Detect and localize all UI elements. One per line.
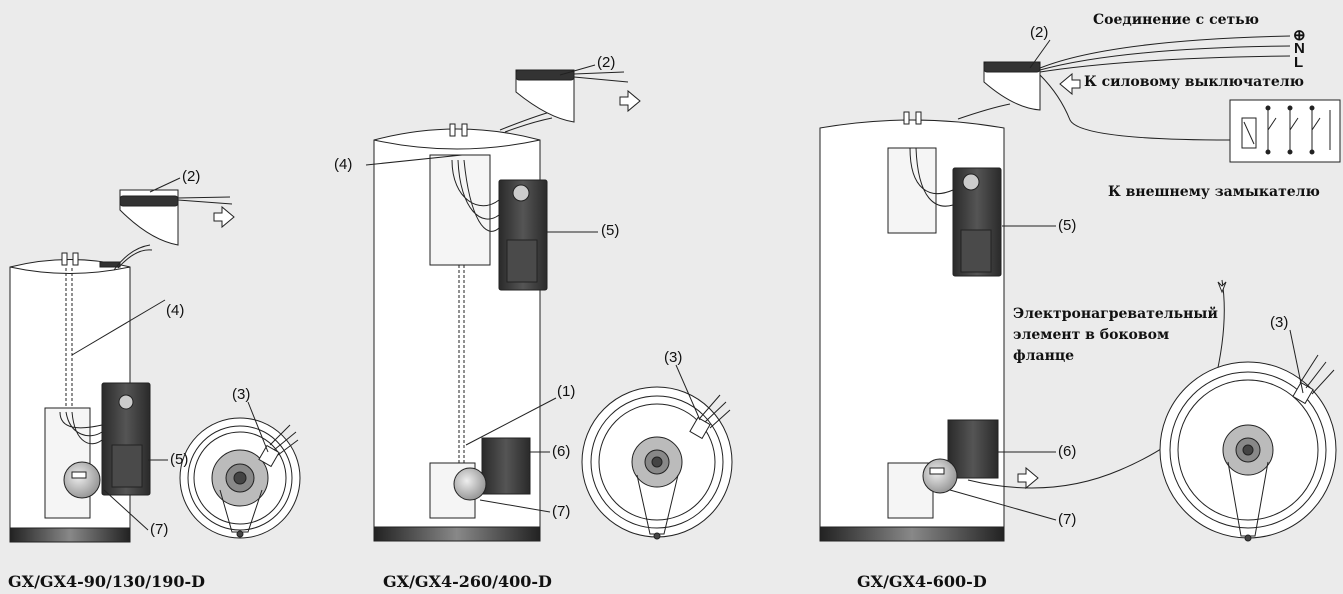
label-2-large: (2) bbox=[1030, 24, 1049, 41]
label-2-small: (2) bbox=[182, 168, 201, 185]
label-6-large: (6) bbox=[1058, 443, 1077, 460]
model-title-large: GX/GX4-600-D bbox=[857, 572, 987, 591]
side-flange-note: Электронагревательный элемент в боковом … bbox=[1013, 304, 1218, 367]
flange-large bbox=[1159, 354, 1337, 542]
label-3-small: (3) bbox=[232, 386, 251, 403]
model-title-medium: GX/GX4-260/400-D bbox=[383, 572, 552, 591]
flange-small bbox=[179, 417, 301, 539]
leader-lines bbox=[71, 39, 1304, 531]
label-3-large: (3) bbox=[1270, 314, 1289, 331]
label-3-medium: (3) bbox=[664, 349, 683, 366]
live-terminal: L bbox=[1294, 54, 1304, 71]
label-7-medium: (7) bbox=[552, 503, 571, 520]
label-6-medium: (6) bbox=[552, 443, 571, 460]
model-title-small: GX/GX4-90/130/190-D bbox=[8, 572, 206, 591]
side-flange-note-line-3: фланце bbox=[1013, 348, 1075, 364]
power-switch-label: К силовому выключателю bbox=[1084, 74, 1305, 90]
label-5-medium: (5) bbox=[601, 222, 620, 239]
label-5-small: (5) bbox=[170, 451, 189, 468]
neutral-terminal: N bbox=[1294, 40, 1305, 57]
side-flange-note-line-2: элемент в боковом bbox=[1013, 327, 1170, 343]
tank-small bbox=[9, 189, 235, 543]
label-4-small: (4) bbox=[166, 302, 185, 319]
earth-terminal: ⊕ bbox=[1293, 27, 1306, 44]
flange-medium bbox=[581, 386, 733, 540]
mains-connection-label: Соединение с сетью bbox=[1093, 12, 1260, 28]
label-2-medium: (2) bbox=[597, 54, 616, 71]
label-7-large: (7) bbox=[1058, 511, 1077, 528]
label-1-medium: (1) bbox=[557, 383, 576, 400]
label-4-medium: (4) bbox=[334, 156, 353, 173]
tank-large bbox=[819, 35, 1291, 542]
label-5-large: (5) bbox=[1058, 217, 1077, 234]
external-contactor-label: К внешнему замыкателю bbox=[1108, 184, 1320, 200]
contactor-symbol bbox=[1229, 99, 1341, 163]
label-7-small: (7) bbox=[150, 521, 169, 538]
side-flange-note-line-1: Электронагревательный bbox=[1013, 306, 1218, 322]
